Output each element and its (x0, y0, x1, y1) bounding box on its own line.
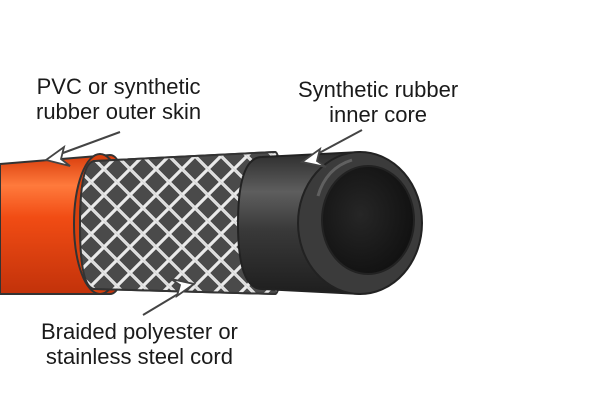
label-braided-cord: Braided polyester or stainless steel cor… (41, 319, 238, 369)
arrow-outer-skin (43, 131, 121, 167)
label-inner-core-line1: Synthetic rubber (298, 77, 459, 102)
arrow-braid (142, 278, 197, 316)
label-braided-cord-line2: stainless steel cord (45, 344, 233, 369)
label-inner-core-line2: inner core (329, 102, 428, 127)
label-outer-skin-line1: PVC or synthetic (36, 74, 201, 99)
label-outer-skin-line2: rubber outer skin (36, 99, 202, 124)
arrow-inner-core (299, 129, 363, 168)
inner-core-layer (236, 150, 423, 296)
label-inner-core: Synthetic rubber inner core (298, 77, 458, 127)
braided-cord-layer (78, 150, 284, 296)
label-outer-skin: PVC or synthetic rubber outer skin (36, 74, 201, 124)
label-braided-cord-line1: Braided polyester or (41, 319, 238, 344)
